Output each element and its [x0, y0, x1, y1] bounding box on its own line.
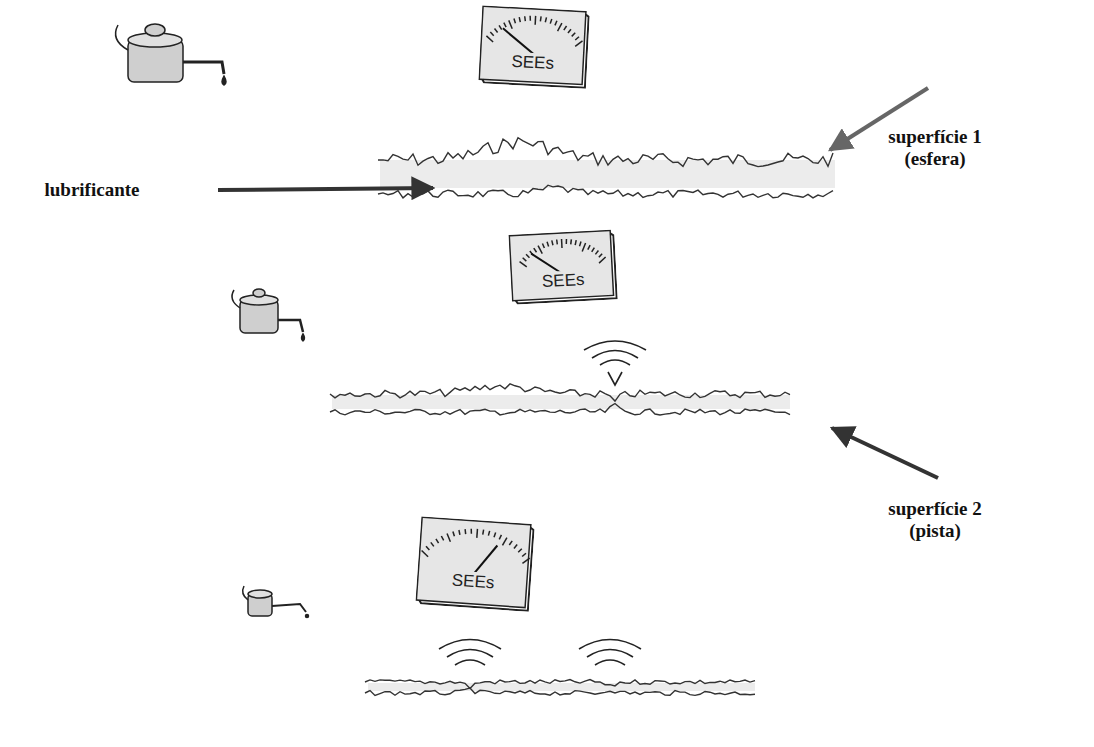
emission-waves — [439, 341, 646, 665]
meter-label: SEEs — [539, 270, 587, 292]
surface-profile — [330, 384, 790, 401]
sees-meter: SEEs — [415, 516, 535, 612]
part-label: lubrificante — [45, 179, 140, 201]
sees-meter: SEEs — [478, 5, 590, 89]
surface-profile — [378, 185, 833, 198]
oil-can — [232, 289, 305, 341]
meter-face — [478, 5, 590, 89]
surface-profile — [330, 404, 790, 416]
sees-meter: SEEs — [508, 229, 618, 304]
oil-can — [116, 24, 226, 85]
meter-face — [508, 229, 618, 304]
pointer-arrows — [218, 88, 938, 478]
part-label: superfície 1 (esfera) — [870, 126, 1000, 170]
surface-profile — [365, 680, 755, 689]
part-label: superfície 2 (pista) — [870, 498, 1000, 542]
rough-surfaces — [330, 138, 835, 696]
meter-label: SEEs — [449, 570, 497, 593]
meter-face — [415, 516, 535, 612]
meter-label: SEEs — [509, 52, 557, 74]
oil-can — [243, 586, 309, 618]
surface-profile — [365, 688, 755, 695]
surface-profile — [378, 138, 833, 167]
lubricant-film — [368, 683, 755, 691]
